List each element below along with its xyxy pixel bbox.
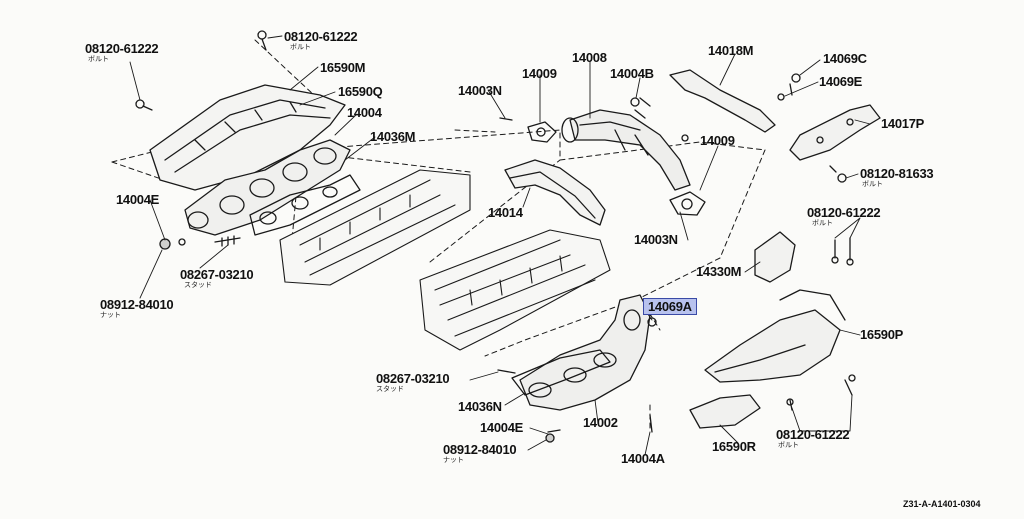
heat-insulator-16590R — [689, 394, 761, 429]
subtitle-bolt: ボルト — [88, 56, 109, 63]
right-bolt-icon — [837, 173, 847, 183]
subtitle-nut: ナット — [100, 312, 121, 319]
callout-14018M[interactable]: 14018M — [708, 43, 754, 58]
callout-08912-84010-nut-left[interactable]: 08912-84010 — [100, 297, 174, 312]
callout-14069C[interactable]: 14069C — [823, 51, 867, 66]
callout-14017P[interactable]: 14017P — [881, 116, 925, 131]
part-leader-lines — [129, 35, 871, 456]
callout-14004E-left[interactable]: 14004E — [116, 192, 160, 207]
callout-08120-61222-bolt-bottom[interactable]: 08120-61222 — [776, 427, 850, 442]
callout-08120-61222-bolt-left[interactable]: 08120-61222 — [85, 41, 159, 56]
left-manifold-gasket — [249, 174, 361, 236]
callout-14014[interactable]: 14014 — [488, 205, 523, 220]
callout-16590R[interactable]: 16590R — [712, 439, 756, 454]
subtitle-bolt: ボルト — [862, 181, 883, 188]
callout-14004[interactable]: 14004 — [347, 105, 382, 120]
heat-insulator-14330M — [754, 231, 796, 283]
right-manifold-gasket — [511, 349, 611, 396]
left-cylinder-head — [279, 169, 471, 286]
callout-08912-84010-nut-right[interactable]: 08912-84010 — [443, 442, 517, 457]
center-exhaust-tube-14014 — [504, 159, 606, 226]
center-exhaust-pipe-14008 — [561, 109, 691, 191]
heat-insulator-14018M — [669, 69, 776, 133]
right-cylinder-head — [419, 229, 611, 351]
callout-14009-top[interactable]: 14009 — [522, 66, 557, 81]
subtitle-nut: ナット — [443, 457, 464, 464]
heat-insulator-16590P — [704, 289, 846, 383]
subtitle-bolt: ボルト — [778, 442, 799, 449]
center-nut-icon — [630, 97, 640, 107]
bracket-14017P — [789, 104, 881, 161]
left-exhaust-manifold — [184, 139, 351, 236]
callout-14004E-right[interactable]: 14004E — [480, 420, 524, 435]
callout-16590Q[interactable]: 16590Q — [338, 84, 383, 99]
callout-14009-right[interactable]: 14009 — [700, 133, 735, 148]
callout-16590M[interactable]: 16590M — [320, 60, 366, 75]
callout-08267-03210-stud-left[interactable]: 08267-03210 — [180, 267, 254, 282]
subtitle-bolt: ボルト — [290, 44, 311, 51]
callout-14003N-top[interactable]: 14003N — [458, 83, 502, 98]
callout-14330M[interactable]: 14330M — [696, 264, 742, 279]
subtitle-stud: スタッド — [184, 282, 212, 289]
subtitle-stud: スタッド — [376, 386, 404, 393]
diagram-code: Z31-A-A1401-0304 — [903, 499, 981, 509]
callout-14002[interactable]: 14002 — [583, 415, 618, 430]
callout-14003N-right[interactable]: 14003N — [634, 232, 678, 247]
callout-08267-03210-stud-right[interactable]: 08267-03210 — [376, 371, 450, 386]
left-nut-icon — [159, 238, 171, 250]
callout-14036M[interactable]: 14036M — [370, 129, 416, 144]
callout-14036N[interactable]: 14036N — [458, 399, 502, 414]
callout-14004B[interactable]: 14004B — [610, 66, 654, 81]
callout-14069E[interactable]: 14069E — [819, 74, 863, 89]
left-bolt-icon — [135, 99, 145, 109]
exhaust-gaskets — [527, 121, 706, 216]
callout-08120-61222-bolt-right[interactable]: 08120-61222 — [807, 205, 881, 220]
callout-16590P[interactable]: 16590P — [860, 327, 904, 342]
callout-08120-81633-bolt[interactable]: 08120-81633 — [860, 166, 934, 181]
callout-14008[interactable]: 14008 — [572, 50, 607, 65]
callout-08120-61222-bolt-top[interactable]: 08120-61222 — [284, 29, 358, 44]
subtitle-bolt: ボルト — [812, 220, 833, 227]
callout-14069A-highlighted[interactable]: 14069A — [643, 298, 697, 315]
callout-14004A[interactable]: 14004A — [621, 451, 665, 466]
